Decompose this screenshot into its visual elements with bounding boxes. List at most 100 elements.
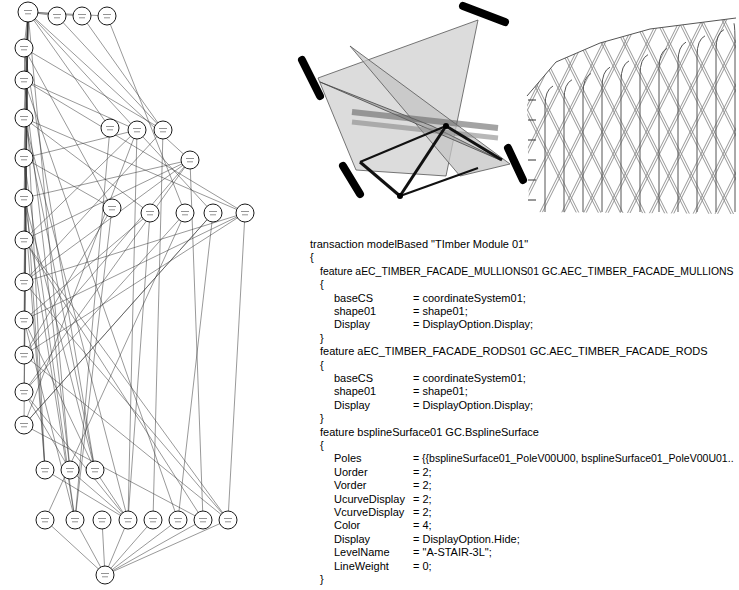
code-text: feature aEC_TIMBER_FACADE_MULLIONS01 GC.…: [320, 266, 734, 277]
code-line: Display: [334, 314, 370, 332]
graph-node: [181, 151, 199, 169]
node-circle: [194, 511, 212, 529]
graph-link: [28, 12, 190, 160]
node-glyph: [21, 49, 27, 50]
node-glyph: [53, 14, 61, 15]
graph-node: [36, 511, 54, 529]
graph-link: [24, 392, 128, 520]
node-glyph: [242, 214, 248, 215]
code-text: = 2;: [413, 493, 432, 505]
code-text: }: [320, 332, 324, 344]
lattice-rod: [385, 0, 495, 220]
node-circle: [119, 511, 137, 529]
graph-link: [228, 213, 245, 520]
code-text: transaction modelBased "TImber Module 01…: [310, 238, 528, 250]
code-text: LevelName: [334, 546, 390, 558]
facade-tick: [528, 200, 536, 201]
graph-node: [15, 109, 33, 127]
node-glyph: [54, 17, 60, 18]
code-line: = 2;: [413, 475, 432, 493]
graph-link: [24, 130, 137, 425]
symbolic-graph: [15, 2, 254, 584]
facade-mullions: [545, 23, 735, 212]
graph-node: [15, 71, 33, 89]
node-glyph: [21, 393, 27, 394]
node-glyph: [106, 126, 114, 127]
code-text: = DisplayOption.Display;: [413, 399, 533, 411]
code-line: }: [320, 569, 324, 587]
node-circle: [36, 511, 54, 529]
node-glyph: [20, 46, 28, 47]
node-circle: [15, 273, 33, 291]
node-glyph: [25, 13, 31, 14]
lattice-rod: [737, 0, 739, 220]
node-glyph: [24, 10, 32, 11]
graph-node: [36, 461, 54, 479]
lattice-rod: [539, 0, 649, 220]
node-circle: [73, 7, 91, 25]
facade-tick: [528, 100, 536, 101]
timber-module-3d: [302, 6, 523, 199]
node-glyph: [146, 211, 154, 212]
node-glyph: [20, 390, 28, 391]
code-line: = coordinateSystem01;: [413, 288, 526, 306]
graph-link: [153, 130, 163, 520]
lattice-rod: [404, 0, 514, 220]
node-glyph: [20, 353, 28, 354]
mullion: [697, 36, 705, 212]
code-line: {: [320, 355, 324, 373]
graph-link: [28, 12, 107, 16]
code-line: baseCS: [334, 368, 373, 386]
lattice-rod: [734, 0, 739, 220]
graph-node: [93, 511, 111, 529]
node-circle: [128, 121, 146, 139]
node-glyph: [101, 573, 109, 574]
node-circle: [15, 39, 33, 57]
lattice-rod: [517, 0, 627, 220]
graph-link: [45, 213, 185, 520]
node-glyph: [92, 471, 98, 472]
graph-link: [24, 48, 95, 470]
node-glyph: [66, 468, 74, 469]
graph-link: [24, 160, 190, 392]
code-text: Color: [334, 519, 360, 531]
lattice-rod: [536, 0, 646, 220]
lattice-rod: [561, 0, 671, 220]
lattice-rod: [473, 0, 583, 220]
node-circle: [15, 346, 33, 364]
code-line: = 2;: [413, 502, 432, 520]
node-glyph: [182, 214, 188, 215]
node-glyph: [186, 158, 194, 159]
graph-node: [15, 189, 33, 207]
graph-link: [24, 160, 190, 355]
graph-node: [15, 311, 33, 329]
mullion: [640, 55, 648, 212]
graph-circles: [15, 2, 254, 584]
code-line: = shape01;: [413, 301, 468, 319]
node-circle: [154, 121, 172, 139]
node-circle: [66, 511, 84, 529]
code-line: UcurveDisplay: [334, 489, 405, 507]
code-line: {: [320, 274, 324, 292]
code-line: = DisplayOption.Display;: [413, 314, 533, 332]
graph-node: [15, 231, 33, 249]
node-glyph: [210, 214, 216, 215]
lattice-rod: [605, 0, 715, 220]
graph-link: [75, 208, 112, 520]
joint: [443, 123, 449, 129]
graph-link: [24, 160, 190, 240]
code-text: {: [310, 251, 314, 263]
graph-node: [61, 461, 79, 479]
node-glyph: [225, 521, 231, 522]
code-text: = "A-STAIR-3L";: [413, 546, 492, 558]
lattice-rod: [624, 0, 734, 220]
lattice-rod: [715, 0, 739, 220]
node-glyph: [175, 521, 181, 522]
node-glyph: [91, 468, 99, 469]
node-circle: [15, 71, 33, 89]
code-line: feature bsplineSurface01 GC.BsplineSurfa…: [320, 422, 539, 440]
graph-node: [219, 511, 237, 529]
node-circle: [18, 2, 38, 22]
lattice-rod: [712, 0, 739, 220]
